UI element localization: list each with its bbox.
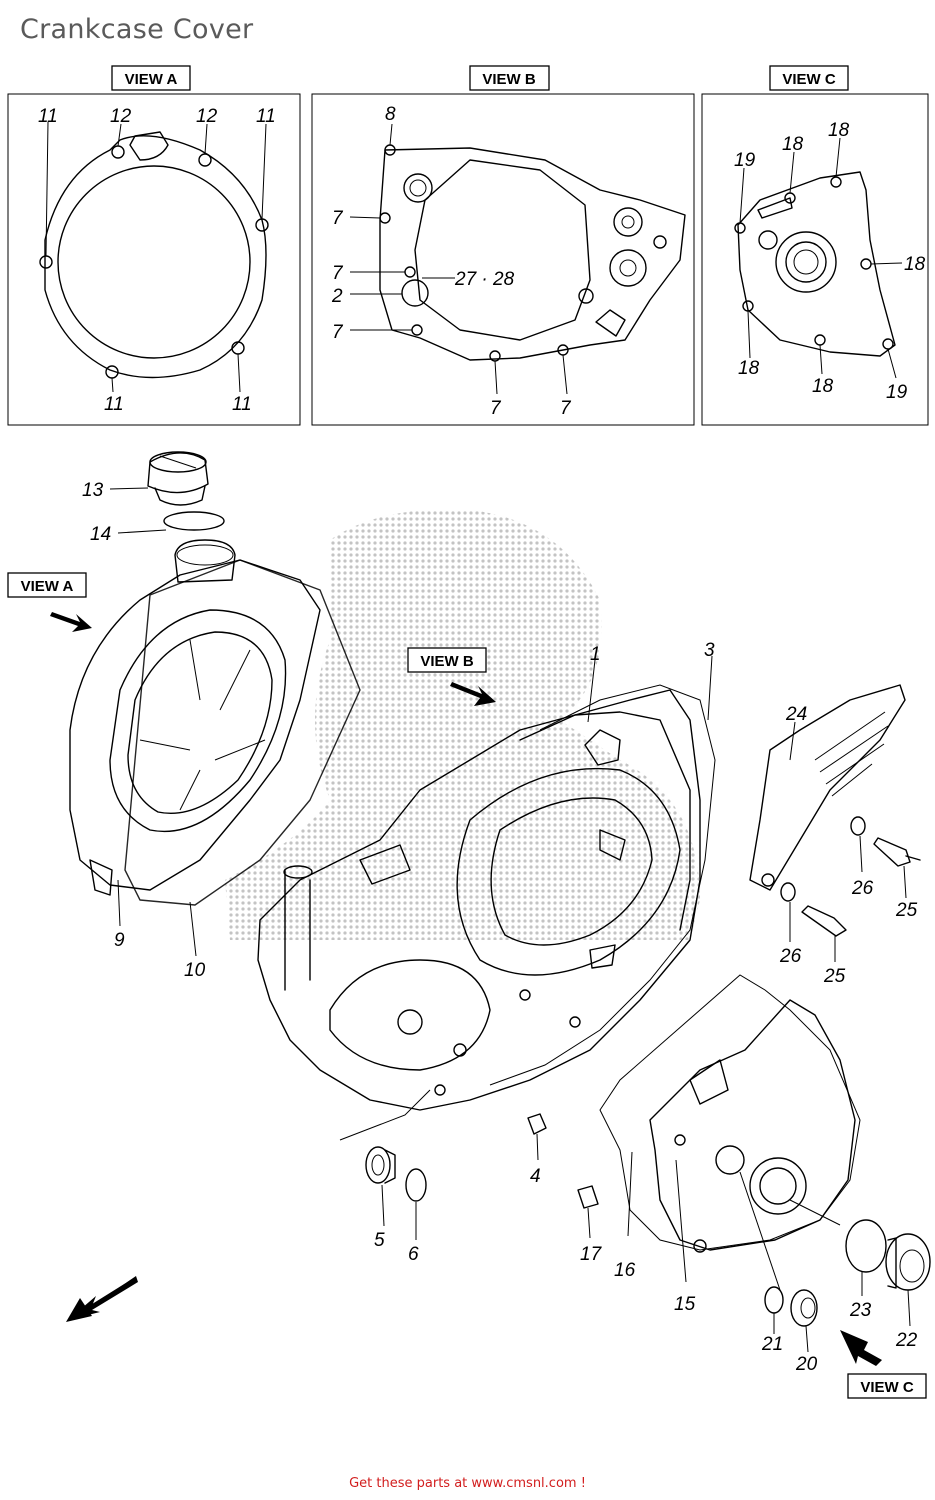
page-title: Crankcase Cover: [20, 14, 254, 45]
callout-3: 3: [704, 640, 715, 661]
callout-11: 11: [256, 106, 276, 127]
small-parts-lower: 5 6 4 17: [339, 1089, 603, 1265]
callout-7: 7: [332, 208, 344, 229]
callout-25: 25: [823, 966, 846, 987]
view-c-label: VIEW C: [782, 71, 836, 88]
callout-26: 26: [779, 946, 802, 967]
callout-23: 23: [849, 1300, 872, 1321]
callout-15: 15: [674, 1294, 696, 1315]
callout-19: 19: [734, 150, 756, 171]
callout-7: 7: [332, 263, 344, 284]
callout-10: 10: [184, 960, 206, 981]
callout-21: 21: [761, 1334, 783, 1355]
view-a-label: VIEW A: [125, 71, 178, 88]
callout-18: 18: [904, 254, 926, 275]
oil-filler-cap: 13 14: [82, 451, 225, 545]
callout-9: 9: [114, 930, 125, 951]
callout-18: 18: [738, 358, 760, 379]
watermark-logo: [225, 509, 700, 940]
callout-11: 11: [38, 106, 58, 127]
callout-24: 24: [785, 704, 807, 725]
callout-27-28: 27 · 28: [454, 269, 515, 290]
callout-20: 20: [795, 1354, 818, 1375]
view-a-indicator: VIEW A: [7, 572, 92, 632]
callout-12: 12: [196, 106, 218, 127]
chain-guard: 24 26 25 26 25: [749, 684, 921, 987]
callout-6: 6: [408, 1244, 419, 1265]
callout-17: 17: [580, 1244, 603, 1265]
svg-text:VIEW A: VIEW A: [21, 578, 74, 595]
callout-2: 2: [331, 286, 343, 307]
callout-1: 1: [590, 644, 601, 665]
callout-7: 7: [560, 398, 572, 419]
callout-18: 18: [782, 134, 804, 155]
callout-22: 22: [895, 1330, 918, 1351]
view-b-indicator: VIEW B: [407, 647, 496, 706]
view-b-panel: VIEW B 8 7 7 2 7 27 · 28 7 7: [311, 65, 695, 426]
callout-18: 18: [812, 376, 834, 397]
magneto-cover: 16 15 23 22 21 20: [599, 974, 931, 1375]
callout-12: 12: [110, 106, 132, 127]
callout-25: 25: [895, 900, 918, 921]
svg-text:VIEW C: VIEW C: [860, 1379, 914, 1396]
callout-18: 18: [828, 120, 850, 141]
callout-19: 19: [886, 382, 908, 403]
crankcase-body: 1 3: [257, 640, 715, 1111]
view-c-indicator: VIEW C: [840, 1330, 927, 1399]
callout-11: 11: [104, 394, 124, 415]
callout-4: 4: [530, 1166, 541, 1187]
crankcase-gasket: [489, 684, 716, 1086]
callout-26: 26: [851, 878, 874, 899]
front-direction-arrow: [66, 1276, 138, 1322]
view-c-panel: VIEW C 18 18 19 18 18 18 19: [701, 65, 929, 426]
svg-text:VIEW B: VIEW B: [420, 653, 474, 670]
footer-link[interactable]: Get these parts at www.cmsnl.com !: [349, 1476, 586, 1491]
clutch-cover: 9 10: [69, 539, 361, 981]
callout-16: 16: [614, 1260, 636, 1281]
callout-7: 7: [332, 322, 344, 343]
view-a-panel: VIEW A 11 12 12 11 11 11: [7, 65, 301, 426]
callout-5: 5: [374, 1230, 385, 1251]
callout-7: 7: [490, 398, 502, 419]
view-b-label: VIEW B: [482, 71, 536, 88]
callout-14: 14: [90, 524, 111, 545]
callout-8: 8: [385, 104, 396, 125]
callout-11: 11: [232, 394, 252, 415]
callout-13: 13: [82, 480, 104, 501]
